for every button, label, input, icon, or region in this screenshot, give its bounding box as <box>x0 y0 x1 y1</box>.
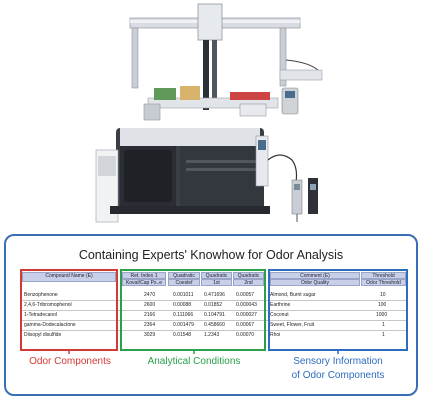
gc-instrument-illustration <box>70 0 370 228</box>
row-2-q3: 0.000027 <box>236 312 257 318</box>
header-threshold-sub: Odor Threshold <box>361 279 406 286</box>
row-4-quality: Rhoi <box>270 332 281 338</box>
label-odor-components: Odor Components <box>29 356 111 367</box>
row-1-threshold: 100 <box>378 302 387 308</box>
row-3-q1: 0.001479 <box>173 322 194 328</box>
row-divider <box>20 310 408 311</box>
header-ret-index: Ret. Index 1 <box>122 272 166 279</box>
odor-components-group <box>20 269 118 351</box>
row-4-q2: 1.2343 <box>204 332 220 338</box>
row-0-q1: 0.001011 <box>173 292 194 298</box>
header-compound-name: Compound Name (E) <box>22 272 116 282</box>
row-divider <box>20 330 408 331</box>
header-comment-sub: Odor Quality <box>270 279 360 286</box>
header-ret-index-sub: Kovat/Cap Ps..e <box>122 279 166 286</box>
gc-instrument-graphic <box>95 3 323 223</box>
header-quad2-sub: 1st <box>201 279 232 286</box>
header-quad2: Quadratic <box>201 272 232 279</box>
row-3-ri: 2364 <box>144 322 156 328</box>
row-2-ri: 2166 <box>144 312 156 318</box>
row-2-quality: Coconut <box>270 312 289 318</box>
row-0-name: Benzophenone <box>24 292 58 298</box>
row-1-quality: Earthrine <box>270 302 291 308</box>
row-1-name: 2,4,6-Tribromophenol <box>24 302 72 308</box>
header-quad3: Quadratic <box>233 272 264 279</box>
odor-library-table: Compound Name (E) Ret. Index 1 Kovat/Cap… <box>20 269 408 351</box>
panel-title: Containing Experts' Knowhow for Odor Ana… <box>78 248 344 262</box>
row-3-q2: 0.458660 <box>204 322 225 328</box>
row-2-q1: 0.111066 <box>173 312 194 318</box>
row-divider <box>20 320 408 321</box>
row-1-ri: 2600 <box>144 302 156 308</box>
row-0-threshold: 10 <box>380 292 386 298</box>
row-4-q3: 0.00070 <box>236 332 255 338</box>
row-3-quality: Sweet, Flower, Fruit <box>270 322 315 328</box>
row-3-name: gamma-Dodecalactone <box>24 322 76 328</box>
header-quad3-sub: 2nd <box>233 279 264 286</box>
row-0-q2: 0.471696 <box>204 292 225 298</box>
row-1-q1: 0.00088 <box>173 302 192 308</box>
label-sensory-line2: of Odor Components <box>291 370 385 381</box>
row-2-name: 1-Tetradecanol <box>24 312 58 318</box>
row-0-q3: 0.00057 <box>236 292 255 298</box>
label-analytical-conditions: Analytical Conditions <box>147 356 241 367</box>
row-4-q1: 0.01548 <box>173 332 192 338</box>
row-3-threshold: 1 <box>382 322 385 328</box>
header-quad1: Quadratic <box>168 272 200 279</box>
group-connectors <box>68 351 339 354</box>
row-0-quality: Almond, Burnt sugar <box>270 292 316 298</box>
row-1-q2: 0.01852 <box>204 302 223 308</box>
label-sensory-line1: Sensory Information <box>293 356 383 367</box>
header-comment: Comment (E) <box>270 272 360 279</box>
row-divider <box>20 300 408 301</box>
row-4-ri: 3029 <box>144 332 156 338</box>
row-4-name: Diisopyl disulfide <box>24 332 62 338</box>
row-0-ri: 2470 <box>144 292 156 298</box>
row-1-q3: 0.000043 <box>236 302 257 308</box>
row-2-threshold: 1000 <box>376 312 388 318</box>
odor-database-panel: Containing Experts' Knowhow for Odor Ana… <box>4 234 418 396</box>
row-4-threshold: 1 <box>382 332 385 338</box>
analytical-conditions-group <box>120 269 266 351</box>
row-3-q3: 0.00067 <box>236 322 255 328</box>
header-quad1-sub: Coeslef <box>168 279 200 286</box>
sensory-information-group <box>268 269 408 351</box>
header-threshold: Threshold <box>361 272 406 279</box>
row-2-q2: 0.104791 <box>204 312 225 318</box>
